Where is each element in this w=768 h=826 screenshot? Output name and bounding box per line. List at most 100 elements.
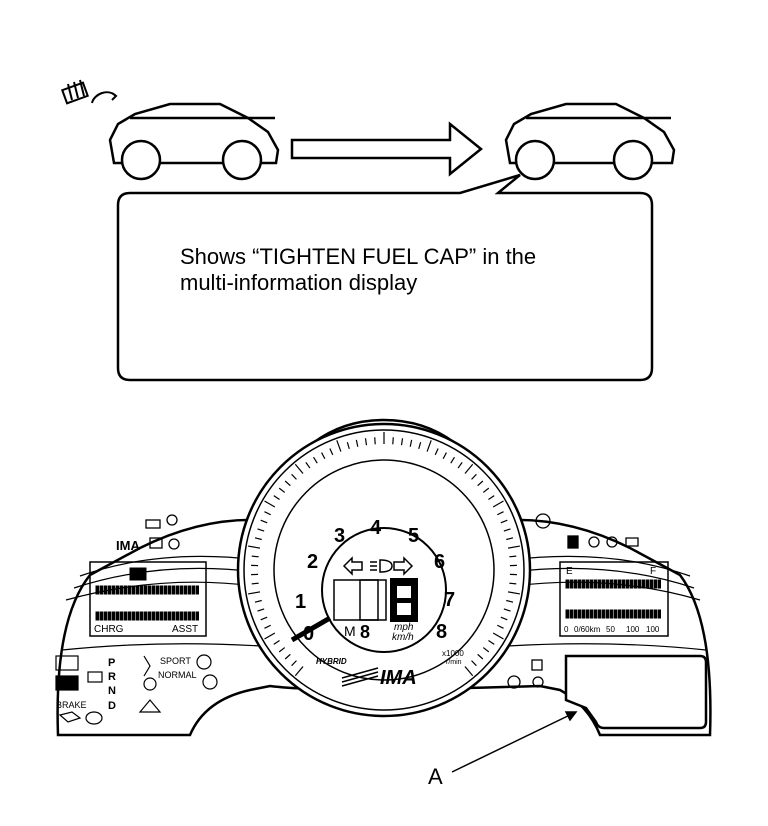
brake-warning-icon <box>196 654 212 670</box>
callout-text: Shows “TIGHTEN FUEL CAP” in the multi-in… <box>180 244 620 296</box>
display-segment <box>641 609 645 619</box>
gauge-tick <box>457 462 463 469</box>
gauge-tick <box>305 462 311 469</box>
display-segment <box>621 609 625 619</box>
ima-indicator-icons <box>145 514 180 550</box>
gauge-tick <box>500 616 508 621</box>
display-segment <box>613 609 617 619</box>
chrg-label: CHRG <box>94 624 124 635</box>
display-segment <box>179 611 183 621</box>
display-segment <box>151 585 155 595</box>
gauge-tick <box>247 591 261 595</box>
eco-logo: HYBRID <box>316 657 347 666</box>
tach-label-1: 1 <box>295 591 306 613</box>
seatbelt-icon <box>143 655 151 677</box>
display-segment <box>167 585 171 595</box>
scale-2: 50 <box>606 625 615 634</box>
gauge-tick <box>509 555 517 558</box>
display-segment <box>601 609 605 619</box>
display-segment <box>99 611 103 621</box>
display-segment <box>147 611 151 621</box>
gauge-tick <box>264 500 276 508</box>
display-segment <box>565 579 569 589</box>
gauge-tick <box>488 495 495 501</box>
tach-label-4: 4 <box>370 517 382 539</box>
gauge-tick <box>264 511 272 516</box>
display-segment <box>111 611 115 621</box>
display-segment <box>621 579 625 589</box>
display-segment <box>95 611 99 621</box>
speedometer <box>236 422 532 718</box>
display-segment <box>585 579 589 589</box>
high-beam-icon <box>606 536 618 548</box>
tach-label-0: 0 <box>303 623 314 645</box>
gauge-tick <box>496 511 504 516</box>
callout-box <box>116 173 654 382</box>
gauge-tick <box>257 608 265 612</box>
display-segment <box>155 585 159 595</box>
display-segment <box>617 609 621 619</box>
gauge-tick <box>291 473 297 480</box>
check-engine-icon <box>85 711 103 725</box>
gauge-tick <box>251 582 259 585</box>
display-segment <box>657 609 661 619</box>
fuel-e-label: E <box>566 566 573 577</box>
gear-digit: 8 <box>360 622 370 642</box>
display-segment <box>151 611 155 621</box>
car-right-icon <box>504 102 676 181</box>
cruise-icon <box>531 659 543 671</box>
display-segment <box>609 579 613 589</box>
gear-d: D <box>108 700 116 712</box>
gauge-tick <box>254 537 262 541</box>
gauge-tick <box>507 591 521 595</box>
display-segment <box>653 579 657 589</box>
display-segment <box>131 585 135 595</box>
gauge-tick <box>477 653 484 660</box>
gear-p: P <box>108 657 115 669</box>
gauge-tick <box>464 463 474 474</box>
fuel-f-label: F <box>650 566 656 577</box>
gauge-tick <box>500 519 508 524</box>
ima-logo: IMA <box>380 667 417 689</box>
display-segment <box>653 609 657 619</box>
tachometer-needle <box>290 615 332 643</box>
display-segment <box>171 585 175 595</box>
display-segment <box>103 585 107 595</box>
display-segment <box>565 609 569 619</box>
gauge-tick <box>273 639 280 645</box>
callout-line-1: Shows “TIGHTEN FUEL CAP” in the <box>180 244 537 269</box>
display-segment <box>649 579 653 589</box>
gauge-tick <box>471 473 477 480</box>
gauge-tick <box>254 599 262 603</box>
display-segment <box>187 585 191 595</box>
display-segment <box>633 609 637 619</box>
brake-label: BRAKE <box>56 700 87 710</box>
display-segment <box>195 585 199 595</box>
gauge-tick <box>464 666 474 677</box>
display-segment <box>645 579 649 589</box>
display-segment <box>597 579 601 589</box>
gauge-tick <box>400 438 404 446</box>
battery-icon <box>87 671 103 683</box>
display-segment <box>103 611 107 621</box>
gauge-tick <box>488 639 495 645</box>
display-segment <box>119 585 123 595</box>
fuel-icon <box>567 535 579 549</box>
gauge-tick <box>492 632 504 640</box>
gauge-tick <box>313 456 318 464</box>
display-segment <box>135 611 139 621</box>
gauge-tick <box>364 438 368 446</box>
gauge-tick <box>251 555 259 558</box>
display-segment <box>187 611 191 621</box>
display-segment <box>609 609 613 619</box>
scale-4: 100 <box>646 625 660 634</box>
display-segment <box>135 585 139 595</box>
left-display <box>89 561 207 637</box>
gauge-tick <box>426 440 432 452</box>
display-segment <box>111 585 115 595</box>
display-segment <box>191 585 195 595</box>
display-segment <box>577 579 581 589</box>
display-segment <box>143 585 147 595</box>
gauge-tick <box>477 480 484 487</box>
